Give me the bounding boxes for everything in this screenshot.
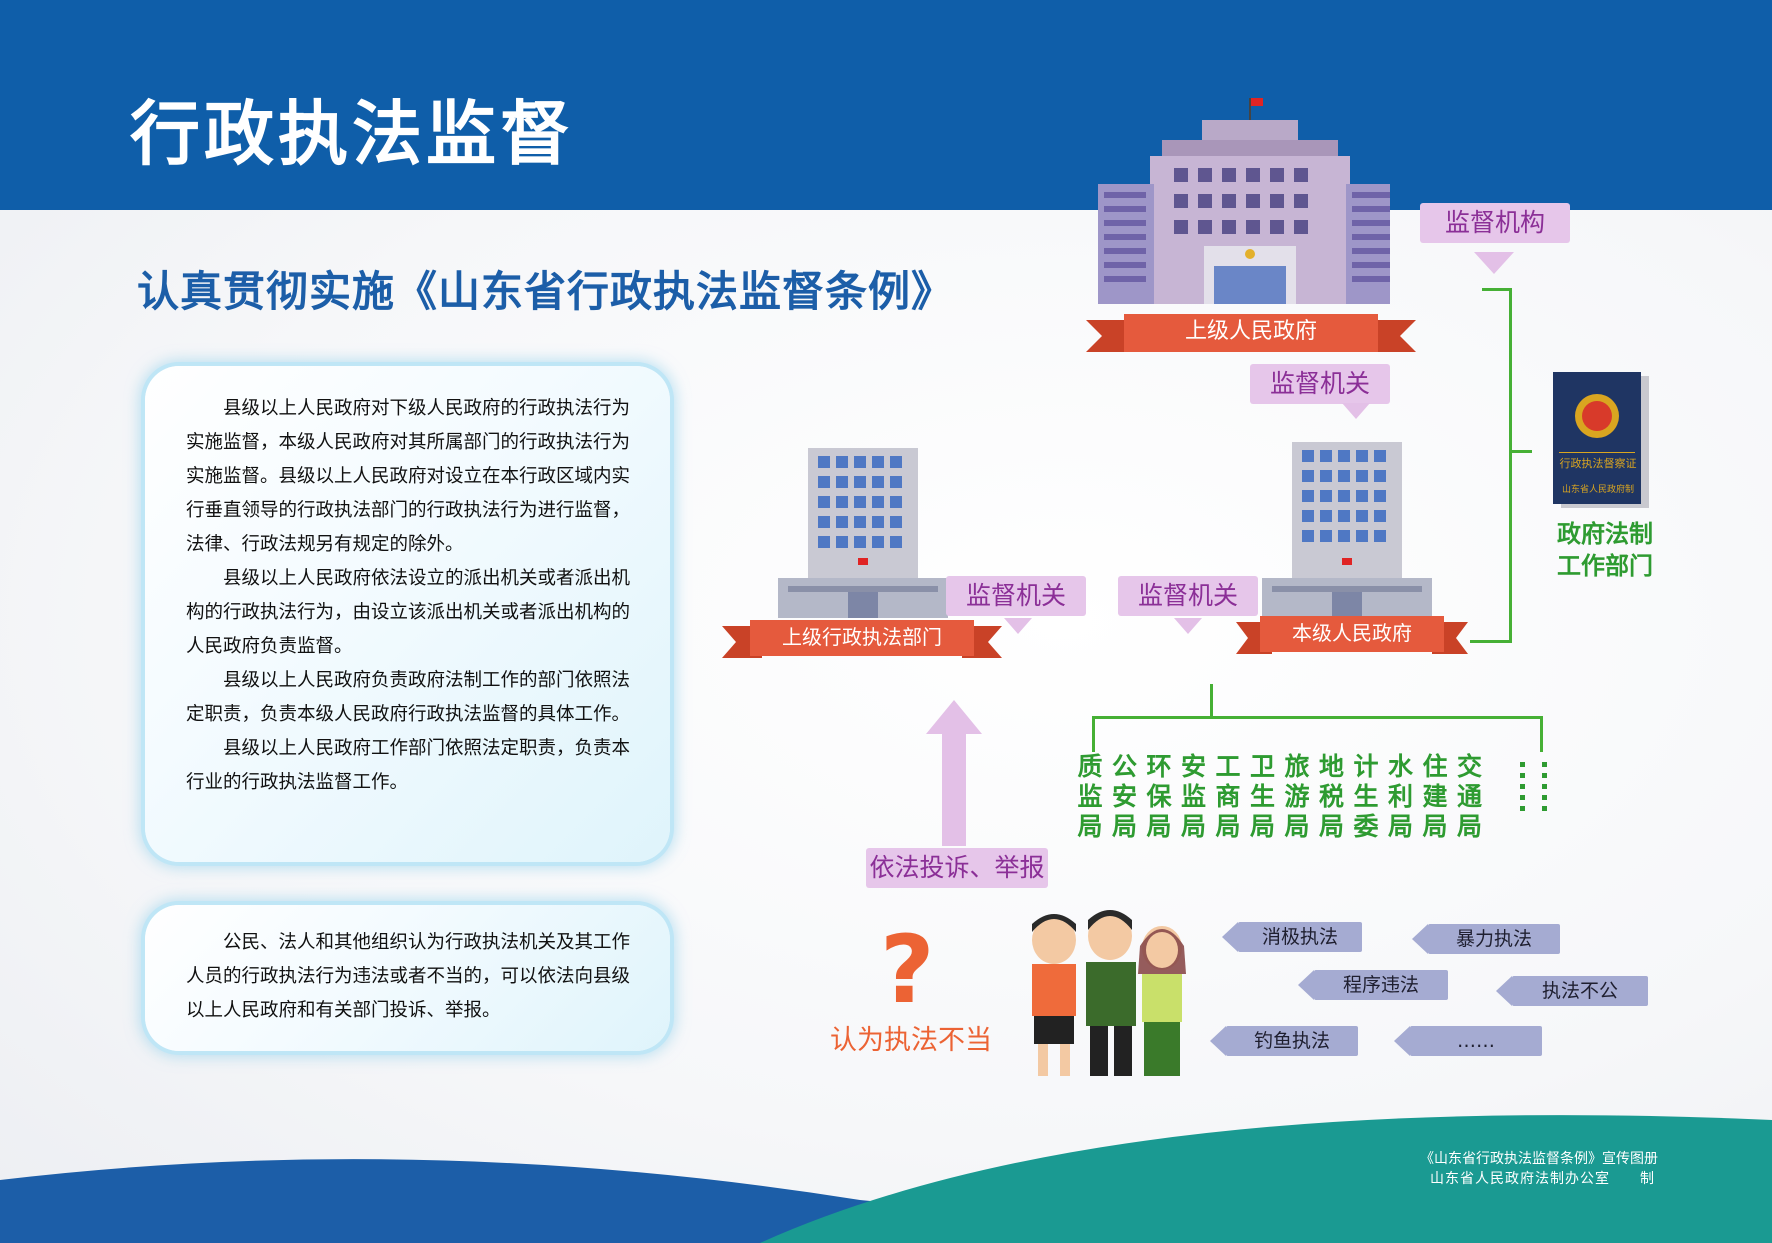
- bureau-item: 交通局: [1456, 752, 1482, 841]
- connector-line: [1092, 716, 1542, 719]
- left-arrow-icon: [1222, 922, 1238, 952]
- question-mark-icon: ?: [880, 916, 935, 1025]
- upper-dept-ribbon: [722, 620, 1002, 658]
- bureau-item: 旅游局: [1284, 752, 1310, 841]
- upper-gov-ribbon: [1086, 314, 1416, 352]
- complaint-label: 依法投诉、举报: [866, 848, 1048, 888]
- paragraph: 公民、法人和其他组织认为行政执法机关及其工作人员的行政执法行为违法或者不当的，可…: [186, 932, 631, 1021]
- connector-line: [1210, 684, 1213, 718]
- left-arrow-icon: [1394, 1026, 1410, 1056]
- paragraph: 县级以上人民政府工作部门依照法定职责，负责本行业的行政执法监督工作。: [186, 738, 631, 793]
- header-band: [0, 0, 1772, 210]
- tag-violent-enforcement: 暴力执法: [1428, 924, 1560, 954]
- footer-line: 《山东省行政执法监督条例》宣传图册: [1420, 1151, 1658, 1167]
- regulation-text: 县级以上人民政府对下级人民政府的行政执法行为实施监督，本级人民政府对其所属部门的…: [186, 392, 632, 800]
- connector-line: [1540, 716, 1543, 752]
- tag-unfair-enforcement: 执法不公: [1512, 976, 1648, 1006]
- tag-more: ……: [1410, 1026, 1542, 1056]
- upper-dept-label: 上级行政执法部门: [782, 625, 942, 649]
- supervision-organ-top-label: 监督机关: [1250, 364, 1390, 404]
- local-gov-building-icon: [1262, 442, 1432, 618]
- legal-dept-line: 政府法制: [1557, 520, 1653, 548]
- bureau-item: 工商局: [1215, 752, 1241, 841]
- bureau-item: 安监局: [1180, 752, 1206, 841]
- subtitle: 认真贯彻实施《山东省行政执法监督条例》: [137, 267, 955, 316]
- certificate-title: 行政执法督察证: [1559, 457, 1637, 470]
- down-arrow-icon: [1342, 403, 1370, 419]
- tag-entrapment-enforcement: 钓鱼执法: [1226, 1026, 1358, 1056]
- tag-procedure-violation: 程序违法: [1314, 970, 1448, 1000]
- regulation-panel: [145, 366, 670, 862]
- down-arrow-icon: [1174, 618, 1202, 634]
- upper-government-building-icon: [1098, 98, 1390, 304]
- down-arrow-icon: [1474, 252, 1514, 274]
- left-arrow-icon: [1210, 1026, 1226, 1056]
- bureau-item: 质监局: [1077, 752, 1103, 841]
- supervision-body-label: 监督机构: [1420, 203, 1570, 243]
- bureau-item: 计生委: [1353, 752, 1379, 841]
- upper-dept-building-icon: [778, 448, 948, 618]
- ellipsis-dots-icon: [1520, 762, 1547, 811]
- upper-gov-label: 上级人民政府: [1184, 319, 1317, 344]
- local-gov-label: 本级人民政府: [1292, 621, 1412, 645]
- left-arrow-icon: [1412, 924, 1428, 954]
- connector-line: [1092, 716, 1095, 752]
- bureau-item: 住建局: [1422, 752, 1448, 841]
- connector-line: [1470, 640, 1512, 643]
- paragraph: 县级以上人民政府对下级人民政府的行政执法行为实施监督，本级人民政府对其所属部门的…: [186, 398, 631, 555]
- left-arrow-icon: [1298, 970, 1314, 1000]
- connector-line: [1482, 288, 1512, 291]
- page-title: 行政执法监督: [130, 93, 574, 175]
- left-arrow-icon: [1496, 976, 1512, 1006]
- paragraph: 县级以上人民政府依法设立的派出机关或者派出机构的行政执法行为，由设立该派出机关或…: [186, 568, 631, 657]
- bureau-item: 水利局: [1387, 752, 1413, 841]
- complaint-panel: [145, 905, 670, 1051]
- bureau-item: 地税局: [1318, 752, 1344, 841]
- legal-dept-line: 工作部门: [1557, 552, 1653, 580]
- certificate-issuer: 山东省人民政府制: [1561, 485, 1634, 495]
- bureau-list: 质监局 公安局 环保局 安监局 工商局 卫生局 旅游局 地税局 计生委 水利局 …: [1076, 752, 1546, 852]
- bureau-item: 公安局: [1111, 752, 1137, 841]
- bottom-wave: [0, 1115, 1772, 1243]
- bureau-item: 环保局: [1146, 752, 1172, 841]
- up-arrow-icon: [926, 700, 982, 846]
- bureau-item: 卫生局: [1249, 752, 1275, 841]
- tag-passive-enforcement: 消极执法: [1238, 922, 1362, 952]
- connector-line: [1512, 450, 1532, 453]
- legal-dept-label: 政府法制 工作部门: [1545, 518, 1665, 582]
- deem-improper-label: 认为执法不当: [830, 1025, 992, 1056]
- supervision-organ-right-label: 监督机关: [1118, 576, 1258, 616]
- down-arrow-icon: [1004, 618, 1032, 634]
- complaint-text: 公民、法人和其他组织认为行政执法机关及其工作人员的行政执法行为违法或者不当的，可…: [186, 926, 632, 1028]
- certificate-icon: [1553, 372, 1649, 508]
- supervision-organ-left-label: 监督机关: [946, 576, 1086, 616]
- paragraph: 县级以上人民政府负责政府法制工作的部门依照法定职责，负责本级人民政府行政执法监督…: [186, 670, 631, 725]
- citizens-illustration: [1032, 910, 1186, 1076]
- footer-line: 山东省人民政府法制办公室 制: [1430, 1171, 1655, 1187]
- connector-line: [1509, 288, 1512, 643]
- local-gov-ribbon: [1236, 616, 1468, 654]
